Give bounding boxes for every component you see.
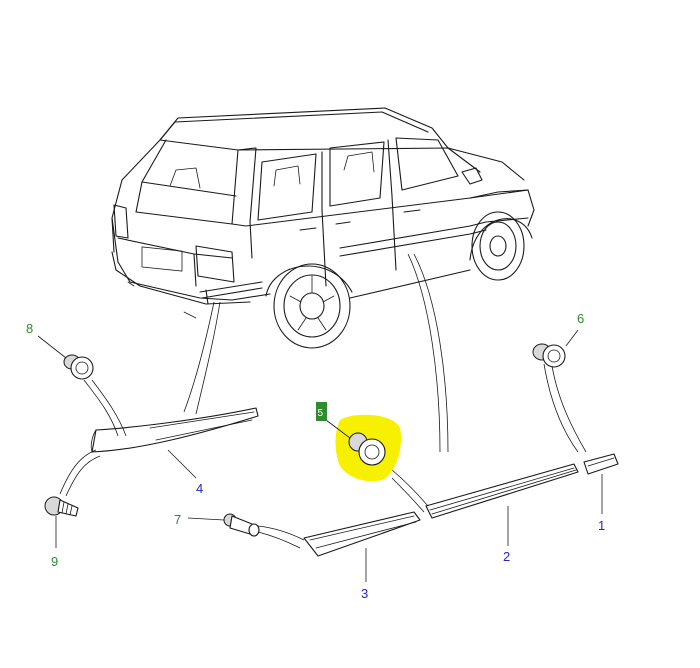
callout-4[interactable]: 4 bbox=[196, 481, 203, 496]
vehicle-leader-lines bbox=[183, 253, 449, 453]
part-1-end-cap bbox=[583, 453, 619, 514]
part-7-clip bbox=[187, 513, 305, 549]
vehicle-illustration bbox=[111, 107, 535, 349]
part-9-screw bbox=[44, 449, 101, 548]
callout-2[interactable]: 2 bbox=[503, 549, 510, 564]
callout-7[interactable]: 7 bbox=[174, 512, 181, 527]
part-3-moulding bbox=[303, 511, 421, 582]
part-2-moulding bbox=[391, 463, 579, 546]
part-6-clip bbox=[532, 329, 587, 453]
callout-3[interactable]: 3 bbox=[361, 586, 368, 601]
callout-labels: 1 2 3 4 5 6 7 8 9 bbox=[26, 311, 605, 601]
callout-5-box bbox=[316, 402, 327, 421]
callout-8[interactable]: 8 bbox=[26, 321, 33, 336]
callout-5[interactable]: 5 bbox=[318, 408, 324, 419]
part-5-clip-highlighted bbox=[325, 414, 402, 482]
part-8-clip bbox=[37, 335, 127, 437]
part-4-rear-moulding bbox=[90, 407, 259, 479]
callout-6[interactable]: 6 bbox=[577, 311, 584, 326]
callout-1[interactable]: 1 bbox=[598, 518, 605, 533]
callout-9[interactable]: 9 bbox=[51, 554, 58, 569]
